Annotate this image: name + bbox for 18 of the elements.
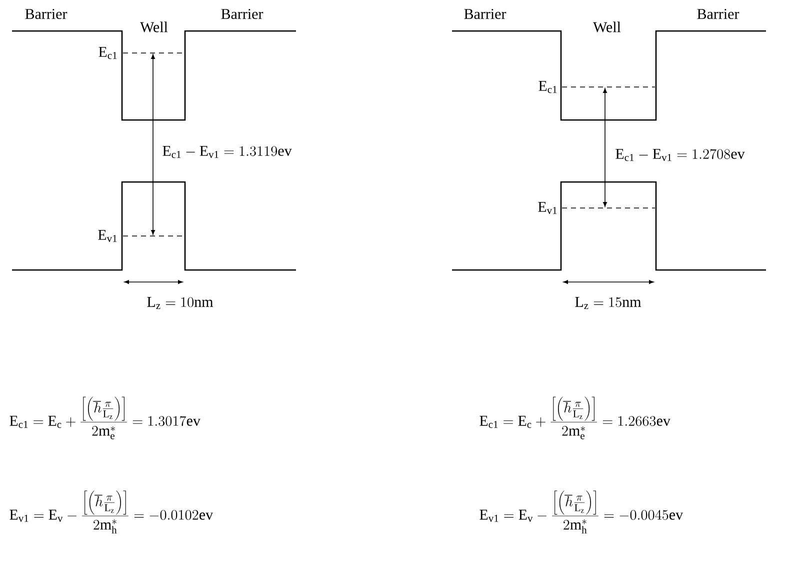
energy-label: $\mathrm{E_{c1}}$ (98, 46, 117, 60)
equation: $\mathrm{E_{c1}} = \mathrm{E_c} + \frac{\left[\left(\hbar\frac{\pi}{\mathrm{L_z}}\right)\right]}{2\mathrm{m_e^*}} = 1.3017\mathrm{ev}$ (10, 396, 200, 440)
energy-gap-label: $\mathrm{E_{c1}} - \mathrm{E_{v1}} = 1.3119\mathrm{ev}$ (162, 146, 292, 158)
energy-label: $\mathrm{E_{c1}}$ (538, 80, 557, 94)
energy-label: $\mathrm{E_{v1}}$ (538, 202, 557, 214)
region-label: Barrier (221, 8, 264, 20)
width-label: $\mathrm{L_z} = 15\mathrm{nm}$ (575, 297, 642, 309)
region-label: Barrier (25, 8, 68, 20)
equation: $\mathrm{E_{c1}} = \mathrm{E_c} + \frac{\left[\left(\hbar\frac{\pi}{\mathrm{L_z}}\right)\right]}{2\mathrm{m_e^*}} = 1.2663\mathrm{ev}$ (480, 396, 670, 440)
energy-label: $\mathrm{E_{v1}}$ (98, 230, 117, 242)
energy-gap-label: $\mathrm{E_{c1}} - \mathrm{E_{v1}} = 1.2708\mathrm{ev}$ (616, 148, 745, 162)
equation: $\mathrm{E_{v1}} = \mathrm{E_v} - \frac{\left[\left(\hbar\frac{\pi}{\mathrm{L_z}}\right)\right]}{2\mathrm{m_h^*}} = -0.0102\mathrm{ev}$ (10, 490, 214, 534)
equation: $\mathrm{E_{v1}} = \mathrm{E_v} - \frac{\left[\left(\hbar\frac{\pi}{\mathrm{L_z}}\right)\right]}{2\mathrm{m_h^*}} = -0.0045\mathrm{ev}$ (480, 490, 684, 534)
region-label: Well (140, 22, 168, 32)
width-label: $\mathrm{L_z} = 10\mathrm{nm}$ (147, 297, 214, 309)
region-label: Well (593, 22, 621, 32)
region-label: Barrier (697, 8, 740, 20)
region-label: Barrier (464, 8, 506, 20)
